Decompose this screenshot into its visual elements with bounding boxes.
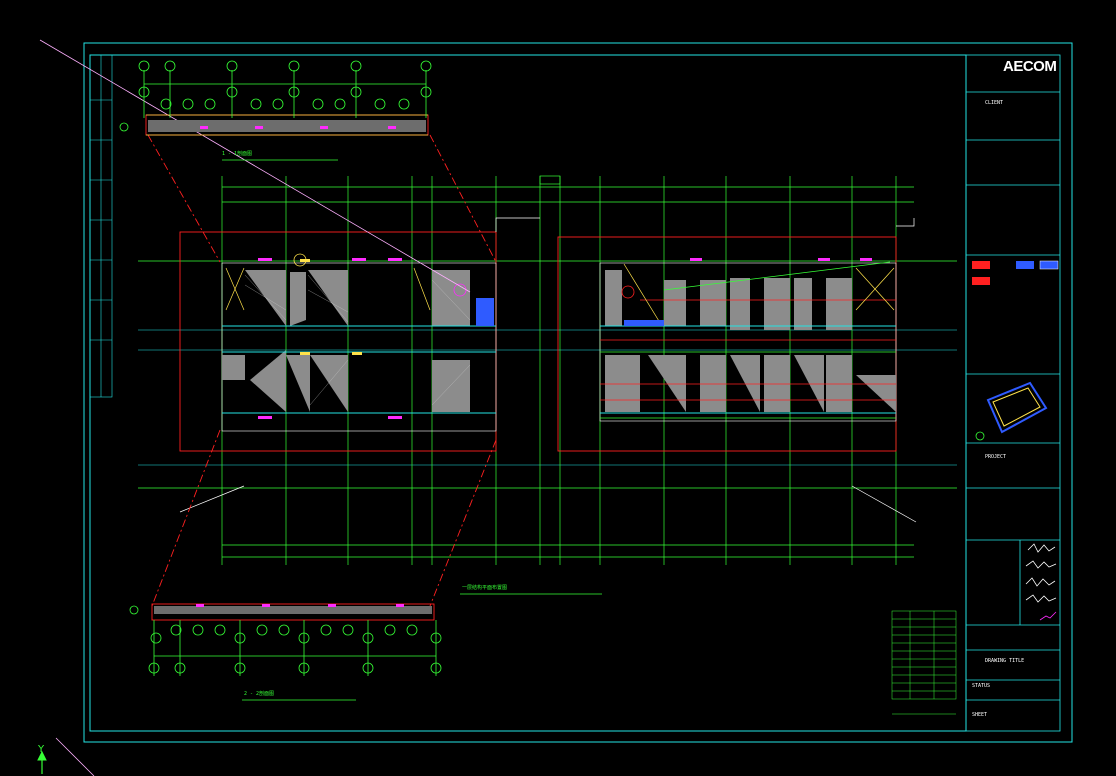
pick-line bbox=[39, 39, 471, 293]
title-block-project-label: PROJECT bbox=[985, 454, 1007, 460]
drawing-frame bbox=[83, 42, 1073, 743]
key-plan bbox=[975, 381, 1048, 441]
section-title-top: 1 - 1剖面图 bbox=[222, 151, 253, 157]
top-section bbox=[119, 60, 432, 161]
plan-cyan-grid bbox=[138, 329, 957, 466]
pick-line-lower bbox=[55, 737, 95, 776]
title-block-status-label: STATUS bbox=[972, 683, 991, 689]
left-revision-strip bbox=[89, 54, 113, 398]
left-building-block bbox=[221, 253, 497, 432]
section-projection-lines bbox=[147, 134, 497, 607]
signature-area bbox=[1025, 543, 1057, 621]
title-block-drawing-title-label: DRAWING TITLE bbox=[985, 658, 1025, 664]
title-block bbox=[965, 54, 1061, 732]
right-building-block bbox=[599, 258, 897, 422]
title-block-client-label: CLIENT bbox=[985, 100, 1004, 106]
title-block-sheet-label: SHEET bbox=[972, 712, 988, 718]
section-title-bottom: 2 - 2剖面图 bbox=[244, 691, 275, 697]
legend-swatches bbox=[972, 260, 1059, 285]
bottom-section bbox=[129, 603, 442, 701]
center-connector bbox=[179, 175, 917, 523]
plan-title: 一层结构平面布置图 bbox=[462, 585, 508, 591]
schedule-table bbox=[891, 610, 957, 715]
y-axis-label: Y bbox=[38, 744, 45, 755]
y-axis-icon bbox=[37, 750, 47, 774]
company-logo: AECOM bbox=[1003, 58, 1057, 75]
